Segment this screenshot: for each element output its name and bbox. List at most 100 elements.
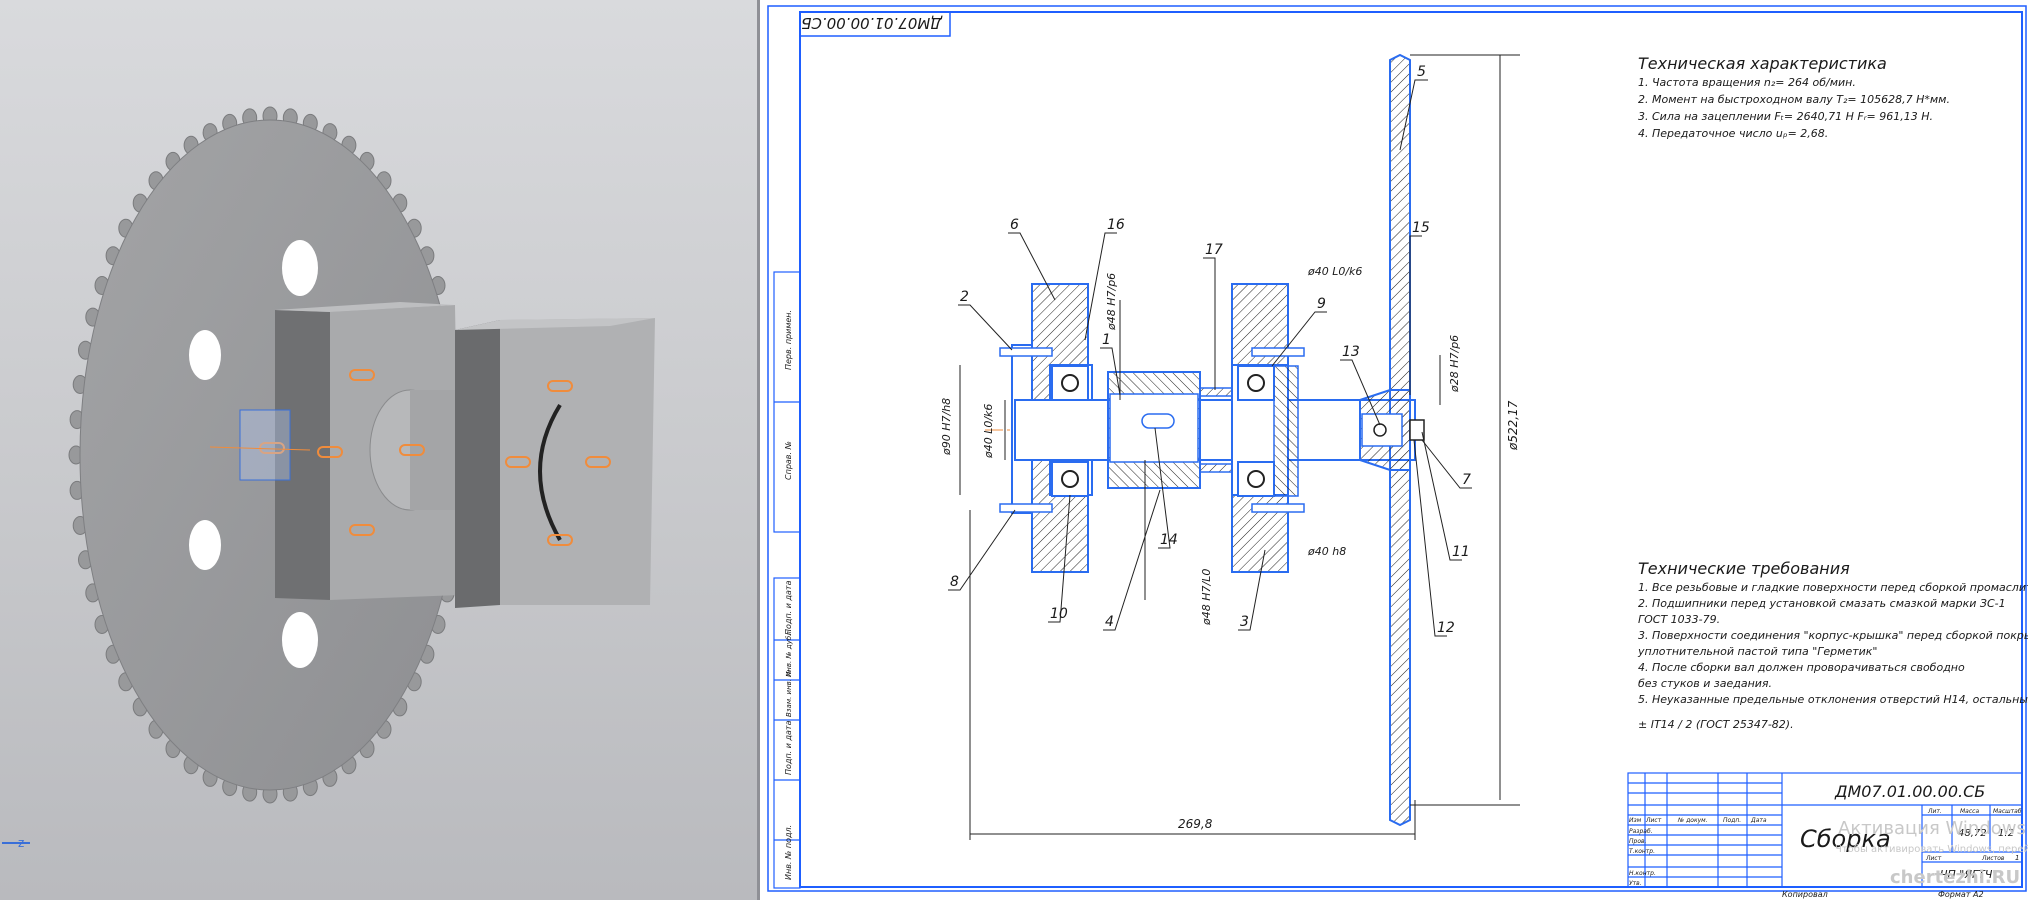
leader-lines: [948, 79, 1472, 637]
mirrored-designation-box: [799, 11, 951, 37]
z-axis-label: z: [18, 836, 25, 850]
part-number-17: 17: [1205, 242, 1223, 258]
site-watermark: chertezhi.RU: [1890, 867, 2020, 888]
bolt-highlight: [399, 444, 425, 456]
tb-col-doc: № докум.: [1677, 817, 1708, 824]
sprocket-hole: [189, 330, 221, 380]
axis-line: [209, 446, 311, 451]
tb-row-approved: Утв.: [1629, 880, 1642, 887]
title-designation: ДМ07.01.00.00.СБ: [1834, 782, 1985, 801]
leader-line: [1413, 439, 1447, 637]
3d-model-view[interactable]: [0, 0, 757, 900]
selection-box: [239, 409, 291, 481]
tech-req-line-4: 3. Поверхности соединения "корпус-крышка…: [1638, 629, 2028, 642]
tb-row-ncontrol: Н.контр.: [1629, 870, 1656, 877]
right-housing-top: [455, 318, 655, 330]
dimension-lines: [959, 54, 1520, 840]
bolt-highlight: [547, 380, 573, 392]
tech-req-line-8: 5. Неуказанные предельные отклонения отв…: [1638, 693, 2028, 706]
dim-d90: ø90 H7/h8: [940, 398, 953, 456]
leader-line: [1103, 489, 1161, 631]
tb-sheets-label: Листов: [1981, 855, 2005, 862]
part-number-9: 9: [1317, 296, 1326, 312]
part-number-2: 2: [960, 289, 969, 305]
tb-col-date: Дата: [1750, 817, 1767, 824]
tech-char-line-2: 2. Момент на быстроходном валу T₂= 10562…: [1638, 93, 1950, 106]
tb-row-checked: Пров.: [1629, 838, 1647, 845]
tb-org: ЧП "ЯГТЧ": [1940, 868, 1997, 881]
part-number-6: 6: [1010, 217, 1019, 233]
part-number-8: 8: [950, 574, 959, 590]
dim-d48-top: ø48 H7/p6: [1105, 273, 1118, 331]
stamp-dup-inv: Инв. № дубл.: [785, 629, 793, 677]
dim-d522: ø522,17: [1506, 400, 1520, 451]
3d-viewport[interactable]: z: [0, 0, 757, 900]
left-housing-front[interactable]: [275, 310, 330, 600]
part-number-5: 5: [1417, 64, 1426, 80]
part-number-13: 13: [1342, 344, 1360, 360]
tb-scale: 1:2: [1998, 828, 2014, 839]
part-number-4: 4: [1105, 614, 1114, 630]
sprocket-hole: [189, 520, 221, 570]
tech-req-line-2: 2. Подшипники перед установкой смазать с…: [1638, 597, 2006, 610]
pane-divider[interactable]: [757, 0, 760, 900]
tech-req-line-7: без стуков и заедания.: [1638, 677, 1772, 690]
tech-req-line-6: 4. После сборки вал должен проворачивать…: [1638, 661, 1965, 674]
bearing-arc: [538, 403, 562, 541]
part-number-3: 3: [1240, 614, 1249, 630]
right-housing-side[interactable]: [500, 318, 655, 605]
bolt-highlight: [585, 456, 611, 468]
part-number-7: 7: [1462, 472, 1471, 488]
tech-req-heading: Технические требования: [1638, 559, 1850, 578]
stamp-sign-date-2: Подп. и дата: [784, 720, 793, 775]
leader-line: [1084, 232, 1117, 341]
sheet-border: [767, 5, 2027, 892]
windows-activation-sub: Чтобы активировать Windows, перейдите: [1835, 844, 2028, 855]
right-housing-front[interactable]: [455, 320, 500, 608]
tb-lit-label: Лит.: [1927, 808, 1942, 815]
leader-line: [1048, 494, 1071, 623]
leader-line: [1203, 257, 1216, 390]
assembly-section[interactable]: [985, 53, 1425, 827]
leader-line: [1100, 347, 1121, 396]
tech-req-line-1: 1. Все резьбовые и гладкие поверхности п…: [1638, 581, 2028, 594]
dim-length: 269,8: [1178, 817, 1213, 831]
tb-sheet-label: Лист: [1925, 855, 1942, 862]
right-bearing[interactable]: [1237, 365, 1275, 401]
tb-col-list: Лист: [1645, 817, 1662, 824]
tb-sheets: 1: [2015, 854, 2019, 862]
stamp-first-use: Перв. примен.: [784, 310, 793, 370]
bolt-highlight: [317, 446, 343, 458]
part-number-10: 10: [1050, 606, 1068, 622]
dim-d40h8: ø40 h8: [1307, 545, 1346, 558]
dim-d40-right: ø40 L0/k6: [1307, 265, 1362, 278]
sprocket-hole: [282, 240, 318, 296]
part-number-11: 11: [1452, 544, 1470, 560]
tb-mass-label: Масса: [1960, 808, 1979, 815]
left-bearing[interactable]: [1051, 365, 1089, 401]
leader-line: [1271, 311, 1327, 367]
tech-req-line-9: ± IT14 / 2 (ГОСТ 25347-82).: [1638, 718, 1794, 731]
left-housing-top: [275, 302, 455, 312]
bolt-highlight: [349, 524, 375, 536]
leader-line: [1399, 79, 1428, 151]
mirrored-designation: ДМ07.01.00.00.СБ: [801, 14, 943, 32]
dim-d40-left: ø40 L0/k6: [982, 404, 995, 459]
stamp-sign-date-1: Подп. и дата: [784, 580, 793, 635]
part-number-1: 1: [1102, 332, 1111, 348]
stamp-orig-inv: Инв. № подл.: [784, 825, 793, 880]
part-number-15: 15: [1412, 220, 1430, 236]
side-stamps: [773, 271, 801, 889]
leader-line: [948, 509, 1016, 591]
leader-line: [1409, 235, 1422, 395]
leader-line: [1238, 549, 1266, 631]
tb-row-tcontrol: Т.контр.: [1629, 848, 1655, 855]
drawing-sheet[interactable]: ДМ07.01.00.00.СБ Перв. примен. Справ. № …: [760, 0, 2028, 900]
shaft-body: [410, 390, 460, 510]
leader-line: [958, 304, 1013, 351]
title-block: [1627, 772, 2023, 888]
tech-req-line-3: ГОСТ 1033-79.: [1638, 613, 1720, 626]
tech-char-heading: Техническая характеристика: [1638, 54, 1887, 73]
shaft-section[interactable]: [1014, 399, 1416, 461]
tb-scale-label: Масштаб: [1993, 808, 2022, 815]
